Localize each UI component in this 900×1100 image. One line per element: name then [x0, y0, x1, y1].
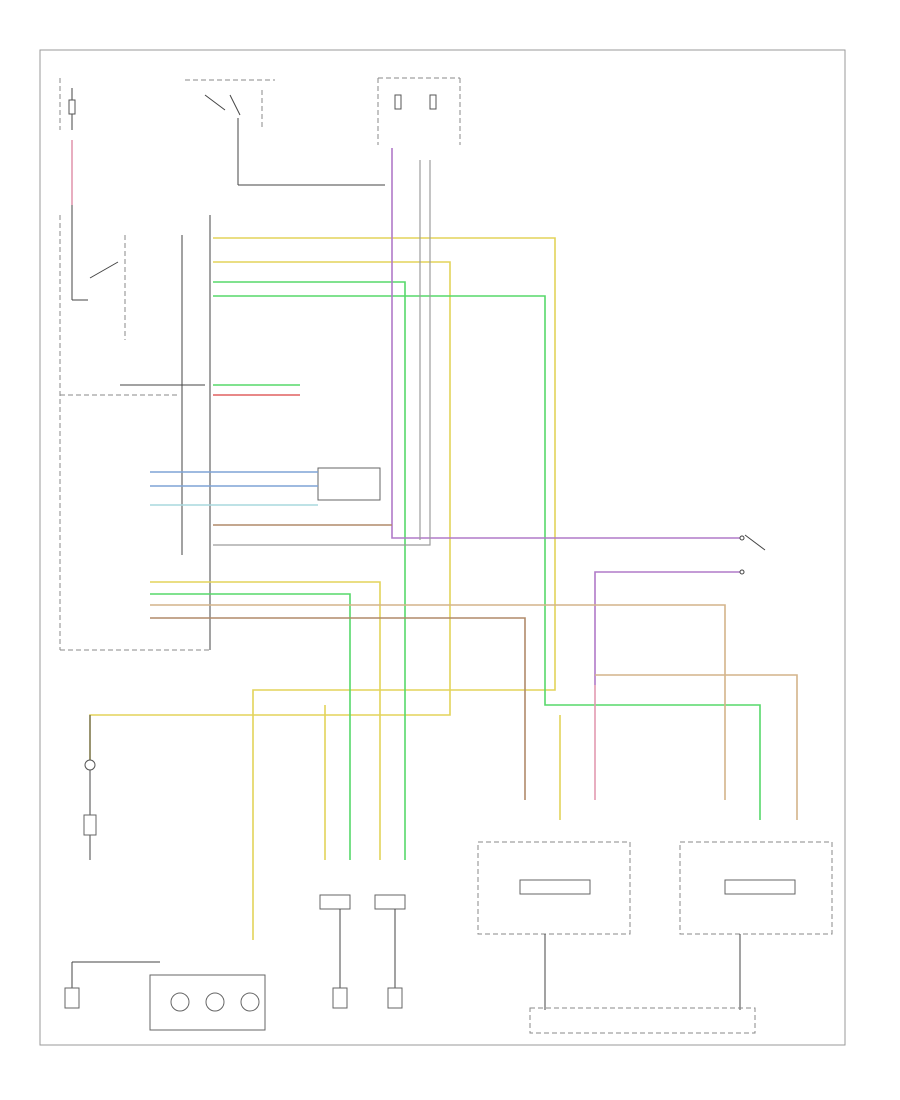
wire-gray-2	[213, 160, 431, 546]
diagram-frame	[39, 49, 846, 1046]
wire-green-4	[150, 593, 351, 860]
lamp-bulb-icon	[170, 992, 190, 1012]
wire-purple-2	[594, 571, 740, 685]
ignition-switch	[185, 79, 385, 186]
license-connector	[83, 814, 97, 836]
body-control-module	[59, 215, 381, 651]
center-lamp-connector-1	[319, 894, 351, 910]
center-lamps	[319, 894, 406, 1009]
lamp-switch-contact	[744, 534, 766, 551]
center-ground-2	[387, 987, 403, 1009]
fuse-icon-3	[429, 94, 437, 110]
wire-brown-2	[150, 617, 526, 800]
wire-yellow-top	[213, 237, 556, 940]
wire-green-1	[213, 281, 406, 860]
wire-tan-1	[150, 604, 726, 800]
license-lamp	[83, 715, 97, 860]
lamp-switch-terminal	[739, 535, 745, 541]
lamp-bulb-icon-3	[240, 992, 260, 1012]
left-rear-connector	[519, 879, 591, 895]
wire-purple	[391, 148, 740, 539]
lamp-switch	[739, 534, 766, 575]
wire-yellow-2	[89, 261, 451, 760]
ignition-contact	[204, 94, 226, 111]
wire-yellow-3	[150, 581, 381, 860]
center-lamp-connector-2	[374, 894, 406, 910]
relay-contact	[89, 261, 119, 279]
wire-tan-2	[595, 674, 798, 820]
fuse-icon-2	[394, 94, 402, 110]
right-rear-lamp-box	[679, 841, 833, 935]
right-rear-lamp	[679, 841, 833, 1010]
ignition-contact-2	[229, 94, 241, 116]
fuse-icon	[68, 99, 76, 115]
lamp-bank-ground	[64, 987, 80, 1009]
center-ground-1	[332, 987, 348, 1009]
lamp-bulb-icon-2	[205, 992, 225, 1012]
top-left-fuse-block	[59, 78, 76, 300]
ground-bus	[529, 1007, 756, 1034]
wire-green-2	[213, 295, 761, 820]
top-right-fuse-block	[377, 77, 461, 145]
lamp-switch-terminal-2	[739, 569, 745, 575]
connector-block	[317, 467, 381, 501]
left-rear-lamp	[477, 841, 631, 1010]
license-bulb-icon	[84, 759, 96, 771]
left-rear-lamp-box	[477, 841, 631, 935]
bottom-left-cluster	[64, 961, 266, 1031]
right-rear-connector	[724, 879, 796, 895]
